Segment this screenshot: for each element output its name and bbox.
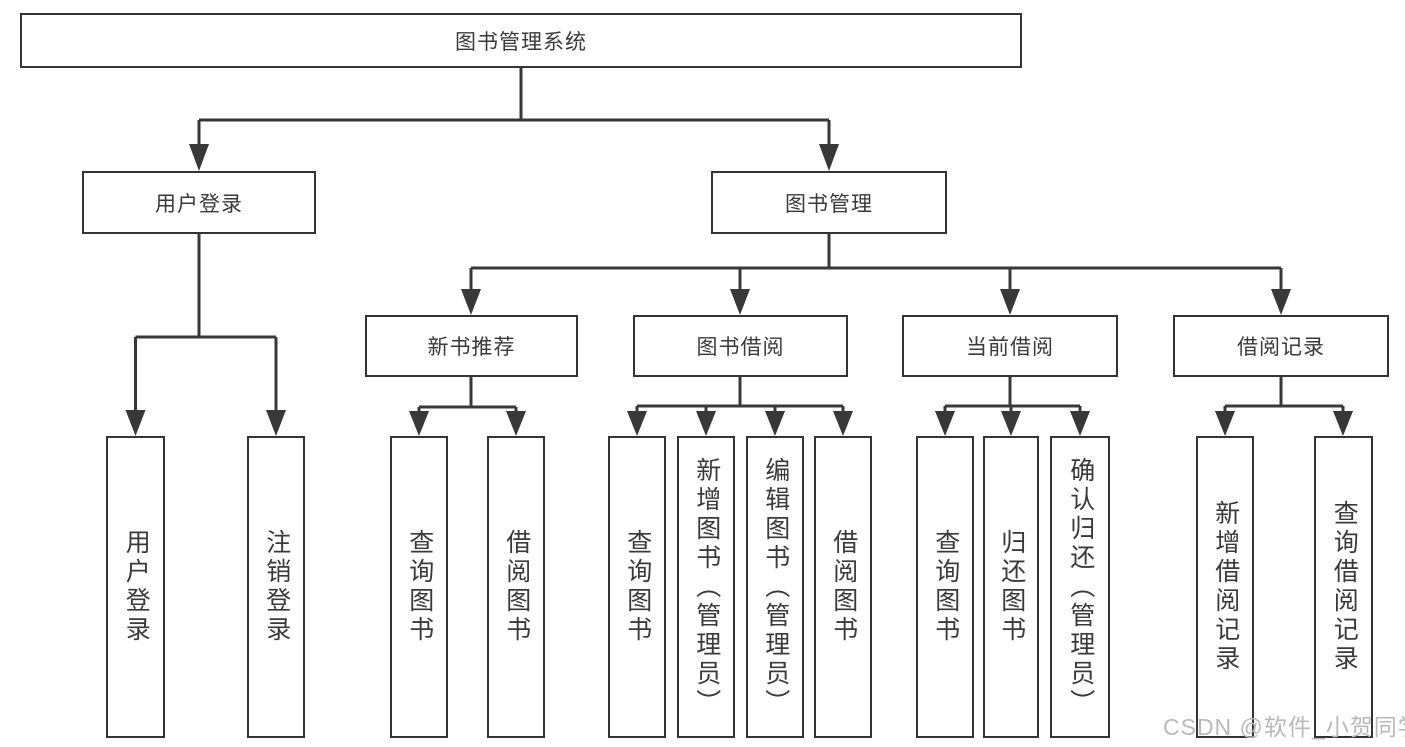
node-label: 新增借阅记录 xyxy=(1211,500,1240,674)
node-label: 注销登录 xyxy=(262,529,291,645)
node-label: 用户登录 xyxy=(155,192,243,216)
leaf-user-login: 用户登录 xyxy=(106,436,165,738)
csdn-watermark: CSDN @软件_小贺同学 xyxy=(1163,714,1405,740)
leaf-logout: 注销登录 xyxy=(247,436,305,738)
node-label: 借阅图书 xyxy=(502,529,531,645)
node-label: 查询图书 xyxy=(623,529,652,645)
node-label: 图书借阅 xyxy=(696,336,785,359)
node-label: 查询图书 xyxy=(931,529,960,645)
node-label: 图书管理 xyxy=(785,192,873,216)
leaf-query-borrow-records: 查询借阅记录 xyxy=(1314,436,1373,738)
leaf-return-books: 归还图书 xyxy=(983,436,1039,738)
node-book-management: 图书管理 xyxy=(711,171,947,234)
leaf-query-books-current: 查询图书 xyxy=(916,436,974,738)
node-label: 新增图书（管理员） xyxy=(692,456,721,718)
node-new-book-recommend: 新书推荐 xyxy=(365,315,578,377)
node-label: 借阅记录 xyxy=(1237,336,1325,359)
node-label: 用户登录 xyxy=(122,529,151,645)
node-user-login: 用户登录 xyxy=(82,171,316,234)
leaf-query-books-recommend: 查询图书 xyxy=(390,436,448,738)
node-label: 借阅图书 xyxy=(829,529,858,645)
leaf-add-book-admin: 新增图书（管理员） xyxy=(677,436,735,738)
node-borrow-records: 借阅记录 xyxy=(1173,315,1389,377)
node-label: 图书管理系统 xyxy=(455,30,587,54)
leaf-borrow-books: 借阅图书 xyxy=(814,436,872,738)
leaf-edit-book-admin: 编辑图书（管理员） xyxy=(746,436,804,738)
node-label: 查询借阅记录 xyxy=(1330,500,1359,674)
node-book-borrow: 图书借阅 xyxy=(633,315,848,377)
leaf-query-books-borrow: 查询图书 xyxy=(608,436,666,738)
node-label: 查询图书 xyxy=(405,529,434,645)
leaf-borrow-books-recommend: 借阅图书 xyxy=(487,436,545,738)
node-label: 确认归还（管理员） xyxy=(1066,456,1095,718)
leaf-confirm-return-admin: 确认归还（管理员） xyxy=(1050,436,1110,738)
node-label: 归还图书 xyxy=(997,529,1026,645)
node-label: 当前借阅 xyxy=(966,336,1054,359)
node-label: 新书推荐 xyxy=(427,336,516,359)
node-library-management-system: 图书管理系统 xyxy=(20,13,1022,68)
leaf-add-borrow-record: 新增借阅记录 xyxy=(1196,436,1254,738)
node-current-borrow: 当前借阅 xyxy=(902,315,1118,377)
node-label: 编辑图书（管理员） xyxy=(761,456,790,718)
